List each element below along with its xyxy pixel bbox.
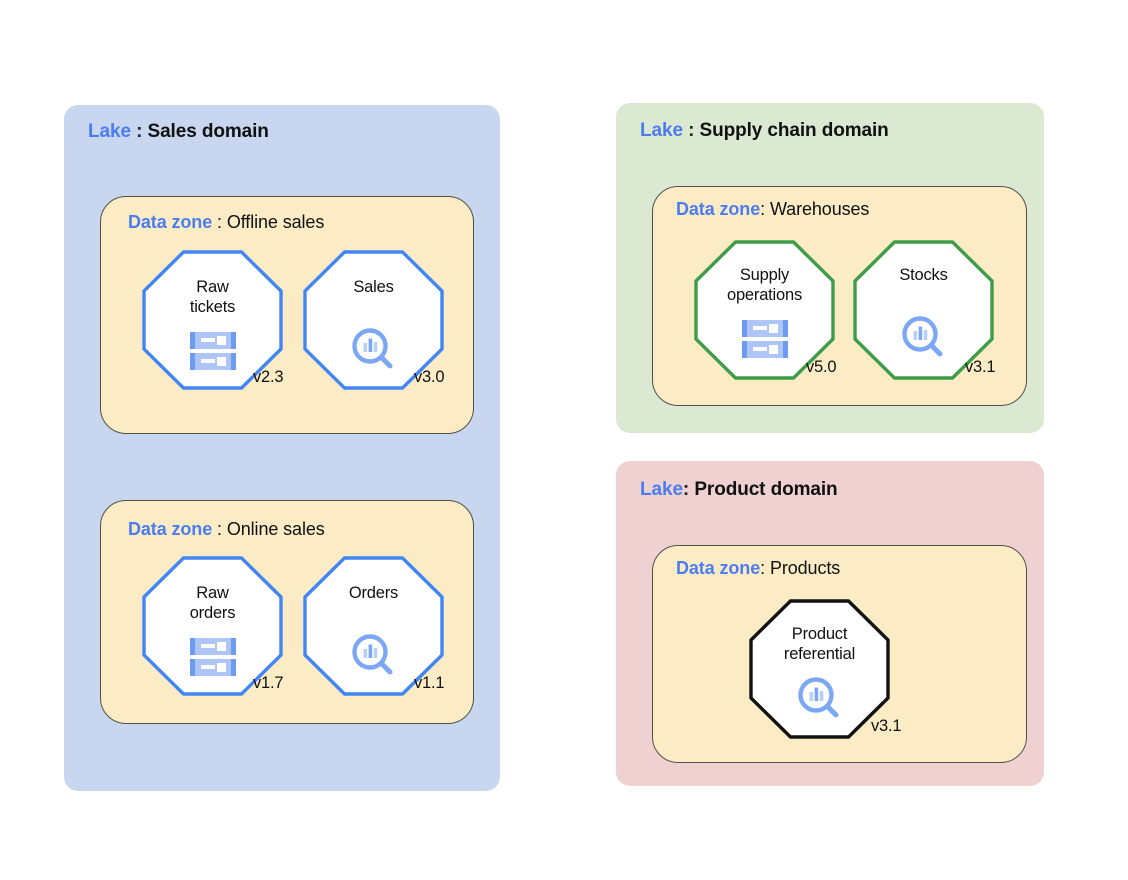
octagon-shape: [142, 250, 283, 390]
data-zone-online-sales-title: Data zone : Online sales: [128, 519, 325, 540]
zone-name: Products: [769, 558, 841, 578]
lake-keyword: Lake: [640, 479, 683, 500]
zone-keyword: Data zone: [676, 199, 761, 219]
database-icon: [189, 332, 236, 370]
lake-separator: :: [130, 121, 148, 142]
octagon-shape: [749, 599, 890, 739]
lake-supply-chain-domain-title: Lake : Supply chain domain: [640, 120, 889, 142]
octagon-shape: [694, 240, 835, 380]
analytics-search-icon: [796, 675, 844, 728]
analytics-search-icon: [350, 632, 398, 685]
lake-name: Product domain: [694, 479, 838, 500]
lake-sales-domain-title: Lake : Sales domain: [88, 121, 269, 143]
lake-keyword: Lake: [88, 121, 131, 142]
node-version-label: v2.3: [253, 368, 284, 386]
node-version-label: v1.7: [253, 674, 284, 692]
analytics-search-icon: [350, 326, 398, 379]
lake-product-domain-title: Lake: Product domain: [640, 479, 838, 501]
zone-keyword: Data zone: [676, 558, 761, 578]
lake-separator: :: [682, 479, 695, 500]
zone-name: Warehouses: [769, 199, 870, 219]
data-product-sales[interactable]: Sales v3.0: [303, 250, 445, 390]
lake-name: Supply chain domain: [699, 120, 889, 141]
zone-separator: :: [760, 199, 770, 219]
zone-separator: :: [760, 558, 770, 578]
zone-keyword: Data zone: [128, 212, 213, 232]
lake-name: Sales domain: [147, 121, 269, 142]
data-product-raw-tickets[interactable]: Raw tickets v2.3: [142, 250, 284, 390]
zone-separator: :: [212, 519, 227, 539]
octagon-shape: [303, 250, 444, 390]
database-icon: [741, 320, 788, 358]
data-zone-products-title: Data zone: Products: [676, 558, 840, 579]
node-version-label: v3.0: [414, 368, 445, 386]
octagon-shape: [303, 556, 444, 696]
zone-separator: :: [212, 212, 227, 232]
zone-name: Offline sales: [226, 212, 325, 232]
zone-keyword: Data zone: [128, 519, 213, 539]
data-product-orders[interactable]: Orders v1.1: [303, 556, 445, 696]
data-zone-warehouses-title: Data zone: Warehouses: [676, 199, 869, 220]
data-zone-offline-sales-title: Data zone : Offline sales: [128, 212, 324, 233]
node-version-label: v1.1: [414, 674, 445, 692]
node-version-label: v5.0: [806, 358, 837, 376]
lake-separator: :: [682, 120, 700, 141]
data-product-stocks[interactable]: Stocks v3.1: [853, 240, 996, 380]
node-version-label: v3.1: [871, 717, 902, 735]
octagon-shape: [853, 240, 994, 380]
analytics-search-icon: [900, 314, 948, 367]
octagon-shape: [142, 556, 283, 696]
node-version-label: v3.1: [965, 358, 996, 376]
data-product-supply-operations[interactable]: Supply operations v5.0: [694, 240, 837, 380]
zone-name: Online sales: [226, 519, 325, 539]
database-icon: [189, 638, 236, 676]
data-product-raw-orders[interactable]: Raw orders v1.7: [142, 556, 284, 696]
lake-keyword: Lake: [640, 120, 683, 141]
data-product-product-referential[interactable]: Product referential v3.1: [749, 599, 902, 739]
